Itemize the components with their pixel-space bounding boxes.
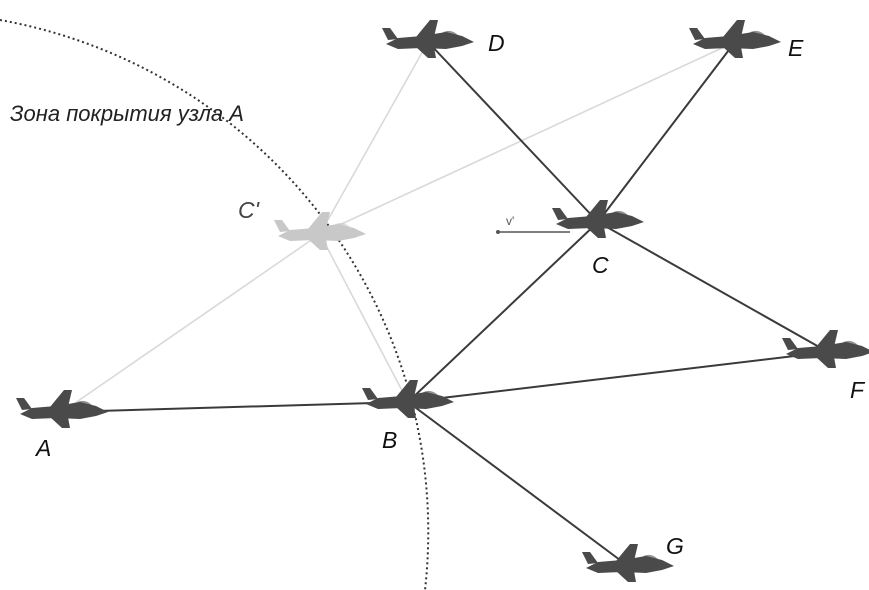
link-a-cp (61, 233, 321, 413)
active-links (61, 41, 829, 567)
node-label-g: G (666, 533, 684, 559)
coverage-zone-label: Зона покрытия узла А (10, 101, 244, 126)
aircraft-f-icon (782, 330, 869, 368)
aircraft-d-icon (382, 20, 474, 58)
aircraft-b-icon (362, 380, 454, 418)
link-c-f (597, 221, 829, 353)
node-label-b: B (382, 427, 398, 453)
link-cp-e (319, 41, 736, 235)
link-c-e (597, 41, 736, 223)
node-label-a: A (36, 435, 52, 461)
velocity-vector-origin (496, 230, 500, 234)
link-b-f (407, 351, 829, 403)
aircraft-g-icon (582, 544, 674, 582)
past-links (61, 41, 736, 413)
link-cp-d (319, 41, 429, 235)
velocity-label: v' (506, 214, 514, 228)
link-cp-b (319, 233, 409, 403)
node-label-c: C (592, 252, 609, 278)
link-c-d (427, 41, 599, 223)
node-label-c-prime: C' (238, 197, 260, 223)
node-label-e: E (788, 35, 804, 61)
node-label-f: F (850, 377, 865, 403)
link-b-c (407, 221, 599, 403)
node-label-d: D (488, 30, 505, 56)
link-a-b (61, 401, 409, 413)
aircraft-c-prime-icon (274, 212, 366, 250)
aircraft-e-icon (689, 20, 781, 58)
link-b-g (407, 401, 629, 567)
aircraft-a-icon (16, 390, 108, 428)
